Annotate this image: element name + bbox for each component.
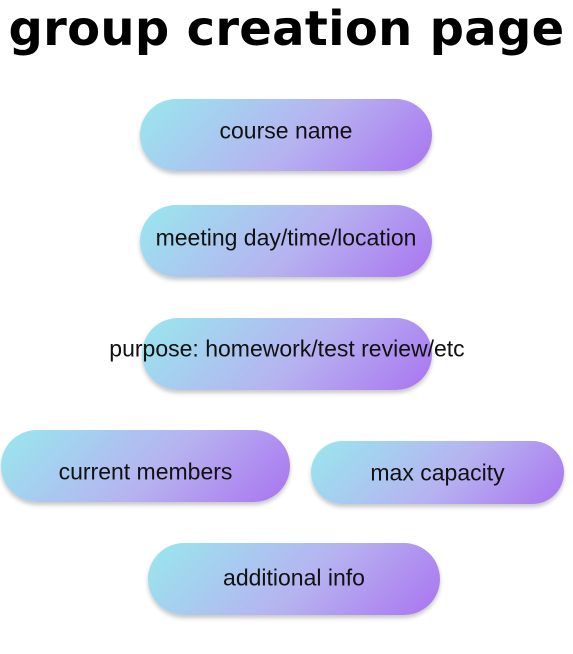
current-members-label: current members [58, 458, 233, 485]
course-name-label: course name [219, 117, 353, 144]
purpose-field[interactable]: purpose: homework/test review/etc [109, 318, 465, 390]
additional-info-field[interactable]: additional info [148, 543, 440, 615]
purpose-label: purpose: homework/test review/etc [109, 335, 465, 362]
meeting-info-label: meeting day/time/location [155, 224, 417, 251]
meeting-info-field[interactable]: meeting day/time/location [140, 205, 432, 277]
pill-background [140, 99, 432, 171]
pill-background [1, 430, 290, 502]
course-name-field[interactable]: course name [140, 99, 432, 171]
page-title: group creation page [8, 1, 565, 57]
max-capacity-field[interactable]: max capacity [311, 441, 564, 504]
max-capacity-label: max capacity [370, 459, 505, 485]
additional-info-label: additional info [223, 564, 365, 591]
pill-background [140, 205, 432, 277]
pill-background [148, 543, 440, 615]
pill-background [142, 318, 432, 390]
pill-background [311, 441, 564, 504]
current-members-field[interactable]: current members [1, 430, 290, 502]
